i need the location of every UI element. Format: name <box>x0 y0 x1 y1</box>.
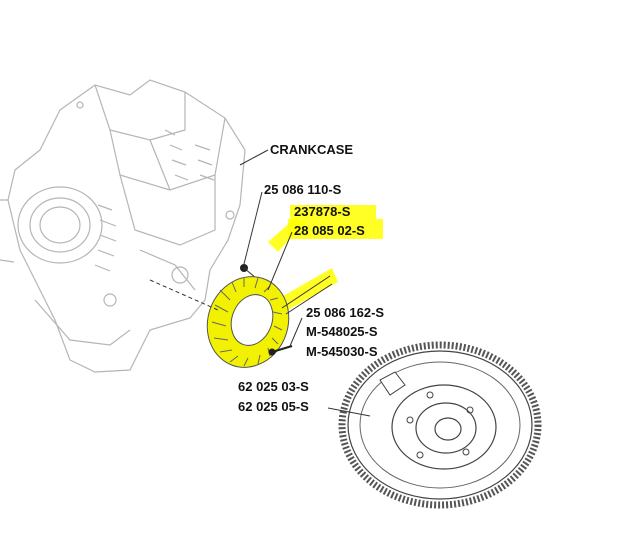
label-part-25086110: 25 086 110-S <box>264 182 342 197</box>
leader-crankcase <box>239 149 269 166</box>
label-part-2808502: 28 085 02-S <box>294 223 365 238</box>
label-part-25086162: 25 086 162-S <box>306 305 384 320</box>
screw-bottom-icon <box>268 344 293 356</box>
stator-icon <box>206 276 290 368</box>
label-part-m548025: M-548025-S <box>306 324 378 339</box>
leader-flywheel <box>327 407 371 417</box>
screw-top-icon <box>240 264 257 279</box>
highlight-wire <box>276 268 338 312</box>
alignment-line <box>149 279 219 311</box>
highlight-stator-lead <box>268 218 305 252</box>
label-crankcase: CRANKCASE <box>270 142 353 157</box>
leader-screw-bottom <box>289 317 303 347</box>
engine-crankcase-drawing <box>0 79 246 373</box>
label-part-6202503: 62 025 03-S <box>238 379 309 394</box>
flywheel-icon <box>338 341 542 509</box>
highlight-part-237878 <box>290 205 376 219</box>
label-part-237878: 237878-S <box>294 204 351 219</box>
leader-stator <box>267 231 293 291</box>
highlight-part-stator <box>288 219 383 239</box>
leader-screw-top <box>243 191 263 265</box>
label-part-m545030: M-545030-S <box>306 344 378 359</box>
label-part-6202505: 62 025 05-S <box>238 399 309 414</box>
